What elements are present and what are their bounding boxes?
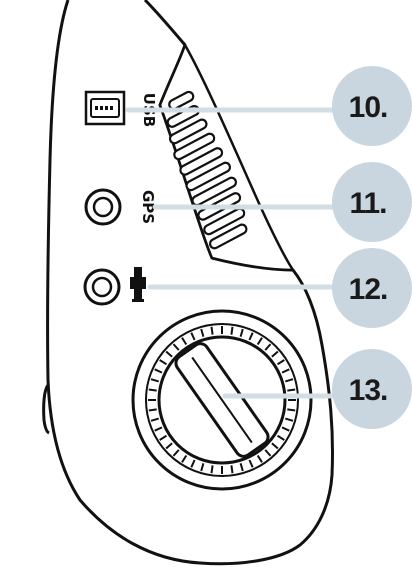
knob-tooth (165, 350, 173, 358)
knob-tooth (154, 426, 163, 432)
knob-tooth (230, 465, 234, 474)
knob-tooth (287, 408, 296, 412)
knob-tooth (281, 368, 290, 374)
gps-label: GPS (139, 190, 157, 224)
knob-tooth (159, 359, 168, 366)
vent-slot (179, 147, 224, 176)
callout-13: 13. (332, 349, 412, 429)
mount-knob (131, 309, 313, 491)
vent-slot (185, 161, 232, 192)
knob-tooth (256, 337, 263, 346)
leader-lines (125, 107, 351, 399)
knob-tooth (165, 442, 173, 450)
knob-tooth (148, 388, 157, 392)
side-bump (42, 384, 50, 435)
knob-tooth (264, 343, 272, 351)
callout-number: 12. (349, 273, 388, 306)
vent-slot (203, 207, 246, 236)
knob-tooth (271, 350, 279, 358)
knob-tooth (276, 359, 285, 366)
knob-tooth (264, 449, 272, 457)
knob-tooth (239, 463, 244, 472)
vent-slot (208, 223, 248, 250)
knob-tooth (154, 368, 163, 374)
knob-tooth (248, 332, 254, 341)
gps-port (84, 188, 122, 226)
callout-10: 10. (332, 66, 412, 146)
knob-tooth (148, 408, 157, 412)
knob-grip (174, 342, 270, 458)
knob-tooth (172, 449, 180, 457)
power-plug-icon (130, 267, 146, 302)
vent-slot (191, 176, 238, 207)
vent-panel (158, 41, 296, 272)
knob-tooth (181, 337, 188, 346)
knob-tooth (159, 434, 168, 441)
vent-slot (168, 118, 208, 145)
knob-tooth (271, 442, 279, 450)
callout-number: 11. (349, 187, 386, 220)
usb-port (84, 90, 126, 126)
knob-tooth (210, 326, 214, 335)
knob-tooth (190, 332, 196, 341)
knob-tooth (285, 378, 294, 383)
callout-number: 10. (349, 91, 388, 124)
vent-slot (168, 90, 195, 111)
knob-teeth (148, 326, 296, 474)
callout-12: 12. (332, 248, 412, 328)
knob-tooth (285, 417, 294, 422)
vent-slot (173, 132, 216, 161)
knob-tooth (287, 388, 296, 392)
knob-tooth (200, 328, 205, 337)
knob-tooth (150, 417, 159, 422)
knob-tooth (239, 328, 244, 337)
callout-number: 13. (349, 374, 388, 407)
knob-tooth (190, 459, 196, 468)
knob-tooth (276, 434, 285, 441)
knob-tooth (248, 459, 254, 468)
knob-tooth (181, 454, 188, 463)
knob-tooth (230, 326, 234, 335)
knob-tooth (281, 426, 290, 432)
knob-tooth (200, 463, 205, 472)
knob-tooth (256, 454, 263, 463)
callout-11: 11. (332, 162, 412, 242)
knob-tooth (172, 343, 180, 351)
knob-tooth (210, 465, 214, 474)
knob-tooth (150, 378, 159, 383)
power-port (83, 268, 121, 306)
